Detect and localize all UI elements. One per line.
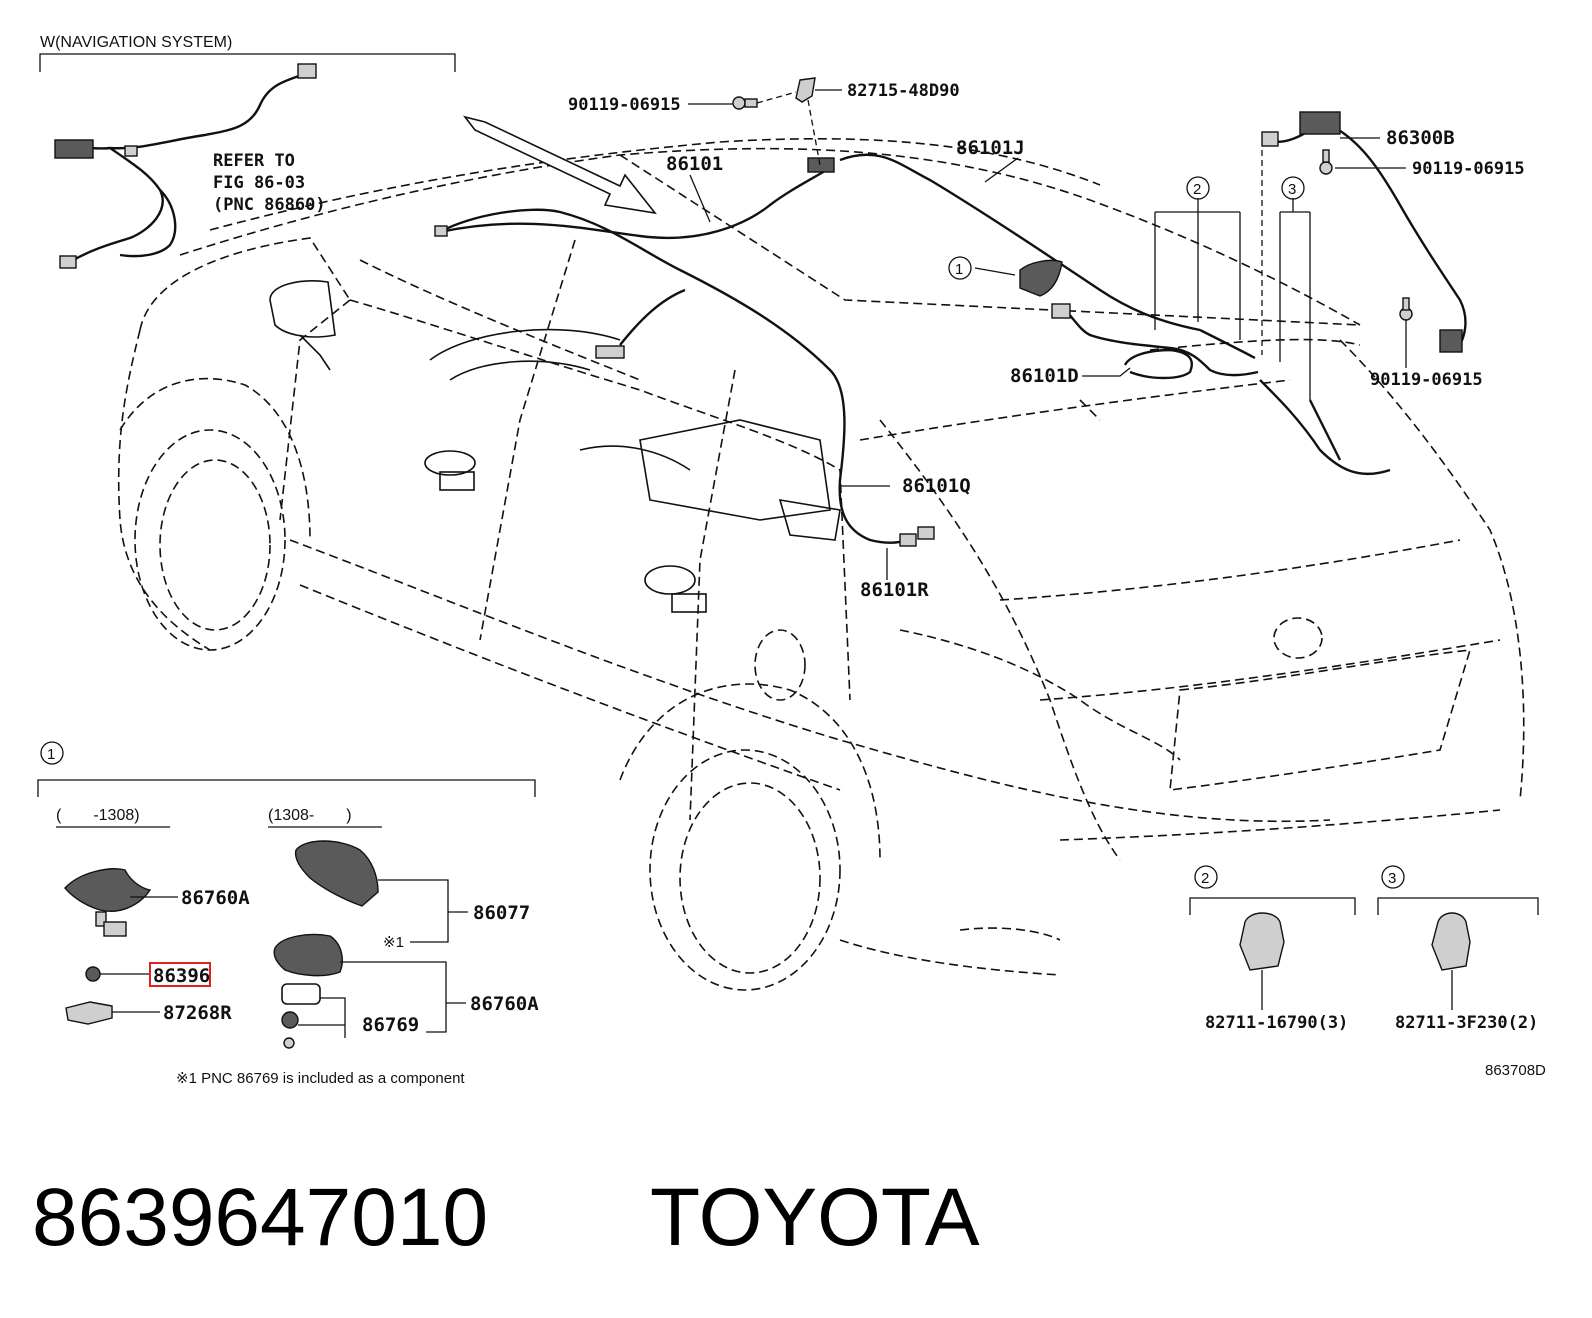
rear-harness-86300B bbox=[1261, 111, 1467, 353]
bolt-icon bbox=[732, 96, 1413, 321]
note-mark: ※1 bbox=[383, 934, 404, 951]
antenna-icon bbox=[64, 868, 152, 912]
detail-1: 1 ( -1308) (1308- ) 86760A 86396 87268R … bbox=[37, 741, 539, 1087]
brand-caption: TOYOTA bbox=[650, 1172, 980, 1263]
label-86101D: 86101D bbox=[1010, 365, 1079, 387]
nav-connector-icon bbox=[54, 139, 94, 159]
figure-code: 863708D bbox=[1485, 1062, 1546, 1079]
label-86101R: 86101R bbox=[860, 579, 929, 601]
label-90119-06915-b: 90119-06915 bbox=[1412, 159, 1525, 179]
wire-clip-icon bbox=[1239, 912, 1285, 971]
gasket-icon bbox=[281, 983, 321, 1005]
detail-1-right-range: (1308- ) bbox=[268, 807, 352, 824]
svg-text:3: 3 bbox=[1288, 181, 1296, 198]
label-90119-06915-c: 90119-06915 bbox=[1370, 370, 1483, 390]
screw-icon bbox=[283, 1037, 295, 1049]
label-86769: 86769 bbox=[362, 1014, 419, 1036]
label-82715-48D90: 82715-48D90 bbox=[847, 81, 960, 101]
svg-text:1: 1 bbox=[955, 261, 963, 278]
footnote: ※1 PNC 86769 is included as a component bbox=[176, 1070, 465, 1087]
label-86300B: 86300B bbox=[1386, 127, 1455, 149]
label-86101Q: 86101Q bbox=[902, 475, 971, 497]
callout-marker-3: 3 bbox=[1281, 176, 1305, 200]
refer-note-line2: FIG 86-03 bbox=[213, 173, 305, 193]
refer-note-line3: (PNC 86860) bbox=[213, 195, 326, 215]
detail-3: 3 82711-3F230(2) bbox=[1377, 865, 1539, 1033]
bracket-icon bbox=[795, 77, 816, 103]
callout-marker-1: 1 bbox=[948, 256, 972, 280]
detail-1-marker: 1 bbox=[47, 746, 55, 763]
callout-marker-2: 2 bbox=[1186, 176, 1210, 200]
roof-harness bbox=[434, 153, 1391, 547]
label-86077: 86077 bbox=[473, 902, 530, 924]
nav-connector-icon bbox=[297, 63, 317, 79]
clip-icon bbox=[807, 157, 835, 173]
nav-harness-icon bbox=[54, 70, 311, 264]
part-number-caption: 8639647010 bbox=[32, 1172, 488, 1263]
detail-2: 2 82711-16790(3) bbox=[1189, 865, 1356, 1033]
label-86101: 86101 bbox=[666, 153, 723, 175]
clip-icon bbox=[65, 1001, 113, 1025]
antenna-cover-icon bbox=[294, 840, 379, 907]
label-86760A-right: 86760A bbox=[470, 993, 539, 1015]
wire-clip-icon bbox=[1431, 912, 1471, 971]
navigation-system-section: W(NAVIGATION SYSTEM) REFER TO FIG 86-03 … bbox=[39, 34, 456, 269]
label-90119-06915-a: 90119-06915 bbox=[568, 95, 681, 115]
antenna-base-icon bbox=[273, 933, 343, 977]
section-header: W(NAVIGATION SYSTEM) bbox=[40, 34, 232, 51]
label-86101J: 86101J bbox=[956, 137, 1025, 159]
vehicle-outline bbox=[117, 137, 1525, 991]
label-86396: 86396 bbox=[153, 965, 210, 987]
highlight-box bbox=[149, 962, 211, 987]
nut-icon bbox=[281, 1011, 299, 1029]
antenna-icon bbox=[1019, 259, 1063, 297]
label-82711-3F230: 82711-3F230(2) bbox=[1395, 1013, 1538, 1033]
leader-lines bbox=[688, 89, 1407, 580]
label-82711-16790: 82711-16790(3) bbox=[1205, 1013, 1348, 1033]
svg-text:2: 2 bbox=[1193, 181, 1201, 198]
detail-2-marker: 2 bbox=[1201, 870, 1209, 887]
refer-note-line1: REFER TO bbox=[213, 151, 295, 171]
detail-1-left-range: ( -1308) bbox=[56, 807, 140, 824]
nut-icon bbox=[85, 966, 101, 982]
label-86760A-left: 86760A bbox=[181, 887, 250, 909]
label-87268R: 87268R bbox=[163, 1002, 232, 1024]
direction-arrow-icon bbox=[462, 115, 657, 215]
detail-3-marker: 3 bbox=[1388, 870, 1396, 887]
